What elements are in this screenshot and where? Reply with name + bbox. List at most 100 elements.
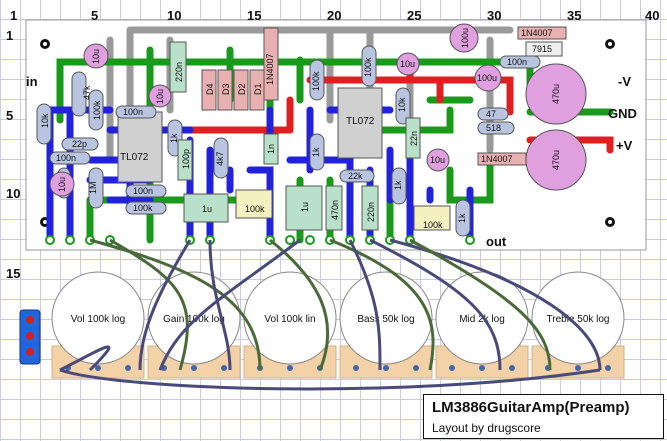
box-capacitors: 1u 100k 1u 470n 220n 100k 220n 100p 1n 2…	[169, 41, 451, 231]
pad	[45, 235, 55, 245]
diode-d3: D3	[217, 69, 233, 111]
cap-10u-e: 10u	[426, 148, 450, 172]
c-1u-a: 1u	[183, 193, 229, 223]
cap-470u-b: 470u	[525, 129, 587, 191]
svg-text:1N4007: 1N4007	[265, 53, 275, 85]
r-47k: 47k	[71, 71, 92, 117]
svg-text:1k: 1k	[457, 213, 467, 223]
r-100k-b: 100k	[309, 59, 325, 101]
cap-10u-b: 10u	[148, 84, 172, 108]
label-out: out	[486, 234, 507, 249]
svg-text:100p: 100p	[181, 149, 191, 169]
svg-text:1k: 1k	[311, 147, 321, 157]
diode-d2: D2	[233, 69, 249, 111]
svg-text:10k: 10k	[397, 97, 407, 112]
pot-lug	[605, 365, 611, 371]
svg-text:1u: 1u	[202, 204, 212, 214]
svg-text:100n: 100n	[56, 153, 76, 163]
pot-lug	[191, 365, 197, 371]
pot-lug	[383, 365, 389, 371]
pot-label: Vol 100k lin	[264, 314, 315, 325]
c-100p: 100p	[177, 139, 193, 181]
diode-1n4007-mid: 1N4007	[477, 152, 527, 166]
svg-text:4k7: 4k7	[215, 151, 225, 166]
c-22n: 22n	[405, 117, 421, 159]
svg-text:470u: 470u	[551, 84, 561, 104]
svg-text:10u: 10u	[91, 49, 101, 64]
svg-text:100n: 100n	[133, 186, 153, 196]
r-100n-b: 100n	[115, 105, 157, 119]
label-in: in	[26, 74, 38, 89]
cap-10u-d: 10u	[396, 52, 420, 76]
c-220n-b: 220n	[361, 185, 379, 231]
regulator-7915: 7915	[525, 41, 563, 57]
svg-text:10u: 10u	[155, 89, 165, 104]
col-tick-10: 10	[167, 8, 181, 23]
resistors: 47k 10k 100k 1M 1k 4k7 1k 100k 100k 10k …	[36, 45, 471, 237]
pot-lug	[575, 365, 581, 371]
svg-text:1k: 1k	[169, 133, 179, 143]
r-1k-c: 1k	[391, 167, 407, 205]
r-47-a: 47	[477, 107, 509, 121]
r-4k7: 4k7	[213, 137, 229, 179]
cap-100u-a: 100u	[449, 23, 479, 53]
svg-text:10k: 10k	[40, 113, 50, 128]
pot-label: Mid 2k log	[459, 314, 505, 325]
diode-d1: D1	[249, 69, 265, 111]
pot-lug	[449, 365, 455, 371]
svg-text:47k: 47k	[82, 85, 92, 100]
col-tick-20: 20	[327, 8, 341, 23]
ic-tl072-left: TL072	[117, 111, 163, 183]
r-1k-b: 1k	[309, 133, 325, 171]
pot-lug	[353, 365, 359, 371]
svg-text:D2: D2	[237, 83, 247, 95]
pad	[305, 235, 315, 245]
diodes: D4 D3 D2 D1 1N4007 1N4007 1N4007	[201, 26, 567, 166]
svg-text:1M: 1M	[88, 181, 98, 194]
title-block: LM3886GuitarAmp(Preamp) Layout by drugsc…	[423, 394, 664, 439]
pot-lug	[509, 365, 515, 371]
pot-lug	[221, 365, 227, 371]
svg-text:100u: 100u	[477, 73, 497, 83]
row-tick-5: 5	[6, 108, 13, 123]
c-100k-box-b: 100k	[413, 205, 451, 231]
svg-text:220n: 220n	[366, 202, 376, 222]
cap-10u-c: 10u	[49, 171, 75, 197]
svg-text:D3: D3	[221, 83, 231, 95]
r-1k-d: 1k	[455, 199, 471, 237]
svg-text:470u: 470u	[551, 150, 561, 170]
col-tick-1: 1	[10, 8, 17, 23]
pot-4: Bass 50k log	[339, 271, 433, 379]
electrolytic-caps: 10u 10u 10u 10u 10u 100u 100u 470u 470u	[49, 23, 587, 197]
r-100k-c: 100k	[361, 45, 377, 87]
svg-text:10u: 10u	[57, 177, 67, 192]
svg-text:TL072: TL072	[346, 116, 375, 127]
r-22p: 22p	[61, 137, 99, 151]
col-tick-5: 5	[91, 8, 98, 23]
col-tick-25: 25	[407, 8, 421, 23]
r-10k-a: 10k	[36, 103, 52, 145]
svg-text:1N4007: 1N4007	[521, 28, 553, 38]
svg-text:100u: 100u	[460, 28, 470, 48]
svg-text:22n: 22n	[409, 131, 419, 146]
svg-text:100k: 100k	[311, 71, 321, 91]
r-100k-a: 100k	[88, 89, 104, 131]
svg-text:1u: 1u	[300, 202, 310, 212]
pot-lug	[125, 365, 131, 371]
svg-text:7915: 7915	[532, 44, 552, 54]
r-100n-e: 100n	[499, 55, 541, 69]
r-10k-c: 10k	[395, 87, 411, 125]
svg-text:D1: D1	[253, 83, 263, 95]
cap-100u-b: 100u	[474, 64, 502, 92]
svg-text:1n: 1n	[266, 144, 276, 154]
pad	[465, 235, 475, 245]
col-tick-40: 40	[645, 8, 659, 23]
pot-label: Bass 50k log	[357, 314, 414, 325]
diode-d4: D4	[201, 69, 217, 111]
svg-text:47: 47	[486, 109, 496, 119]
r-100k-box-a: 100k	[125, 201, 167, 215]
row-tick-15: 15	[6, 266, 20, 281]
